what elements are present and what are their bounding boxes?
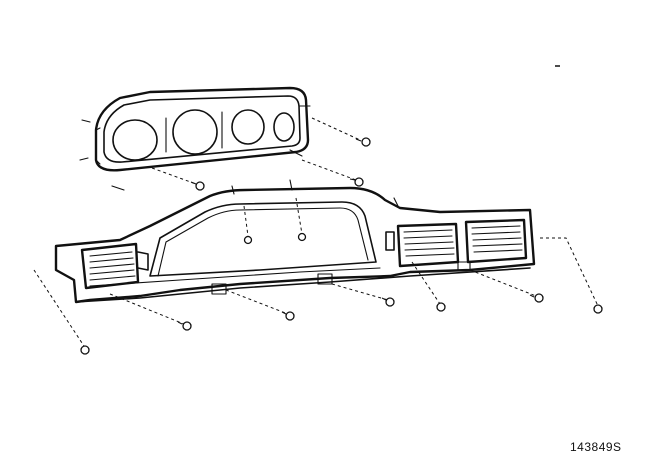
instrument-cluster-cover: [79, 86, 311, 191]
screw: [177, 321, 192, 331]
screw: [190, 181, 205, 191]
screw: [297, 232, 307, 242]
mounting-screws: [80, 137, 603, 355]
screw: [436, 302, 446, 312]
screw: [593, 304, 603, 314]
left-air-vent: [80, 242, 149, 290]
screw: [381, 297, 395, 307]
right-air-vent: [464, 218, 528, 264]
screw: [80, 345, 90, 355]
leader-lines: [33, 117, 599, 347]
screw: [529, 293, 544, 303]
dashboard-trim-panel: [54, 179, 536, 304]
part-number-label: 143849S: [570, 440, 622, 454]
center-air-vent: [385, 222, 460, 268]
screw: [355, 137, 371, 147]
screw: [243, 235, 253, 245]
screw: [281, 311, 295, 321]
screw: [349, 177, 364, 187]
